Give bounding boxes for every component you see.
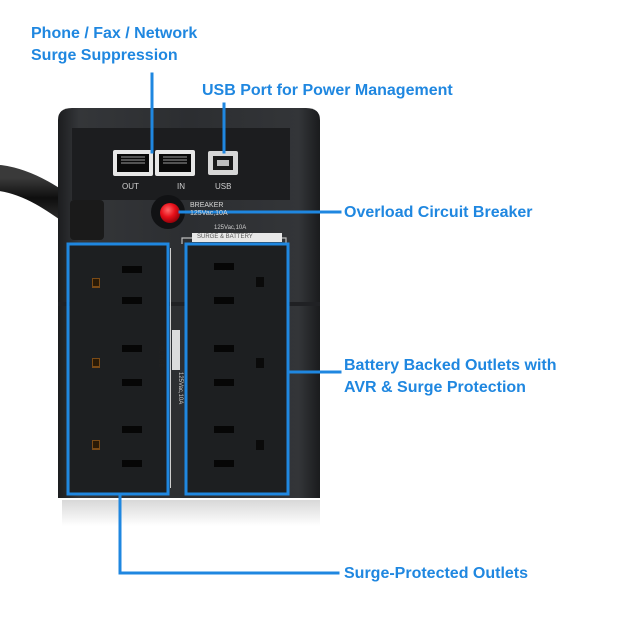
cord-strain-relief (70, 200, 104, 240)
surge-callout: Surge-Protected Outlets (344, 565, 529, 582)
breaker-callout: Overload Circuit Breaker (344, 204, 533, 221)
usb-port-label: USB (215, 182, 232, 191)
battery-outlets-highlight (184, 242, 290, 496)
battery-callout: Battery Backed Outlets with AVR & Surge … (344, 355, 557, 399)
battery-outlet-1 (214, 263, 264, 304)
battery-outlet-faceplate (186, 244, 288, 494)
battery-outlet-2 (214, 345, 264, 386)
phone-callout: Phone / Fax / Network Surge Suppression (31, 23, 197, 67)
surge-outlet-3 (92, 426, 142, 467)
surge-outlets-highlight (66, 242, 170, 496)
battery-callout-line2: AVR & Surge Protection (344, 379, 526, 396)
breaker-label: BREAKER 125Vac,10A (190, 202, 228, 218)
battery-rating-label: 125Vac,10A (214, 225, 247, 231)
breaker-label-line1: BREAKER (190, 202, 224, 209)
battery-outlets (214, 263, 264, 467)
breaker-label-line2: 125Vac,10A (190, 210, 228, 217)
out-port-label: OUT (122, 182, 139, 191)
surge-label-strip (172, 330, 180, 370)
battery-section-plate (192, 233, 282, 242)
surge-section-label: SURGE (157, 346, 163, 368)
surge-outlet-faceplate (70, 244, 168, 494)
surge-rating-label: 125Vac,10A (177, 372, 183, 405)
battery-outlet-3 (214, 426, 264, 467)
battery-section-label: SURGE & BATTERY (197, 234, 253, 240)
leader-surge (118, 492, 340, 575)
surge-outlets (92, 266, 142, 467)
floor-reflection (62, 500, 320, 526)
usb-callout: USB Port for Power Management (202, 82, 453, 99)
surge-outlet-2 (92, 345, 142, 386)
phone-callout-line2: Surge Suppression (31, 47, 178, 64)
leader-lines (118, 72, 342, 575)
surge-outlet-1 (92, 266, 142, 304)
breaker-button (160, 203, 180, 223)
in-port-label: IN (177, 182, 185, 191)
phone-callout-line1: Phone / Fax / Network (31, 25, 198, 42)
battery-callout-line1: Battery Backed Outlets with (344, 357, 557, 374)
